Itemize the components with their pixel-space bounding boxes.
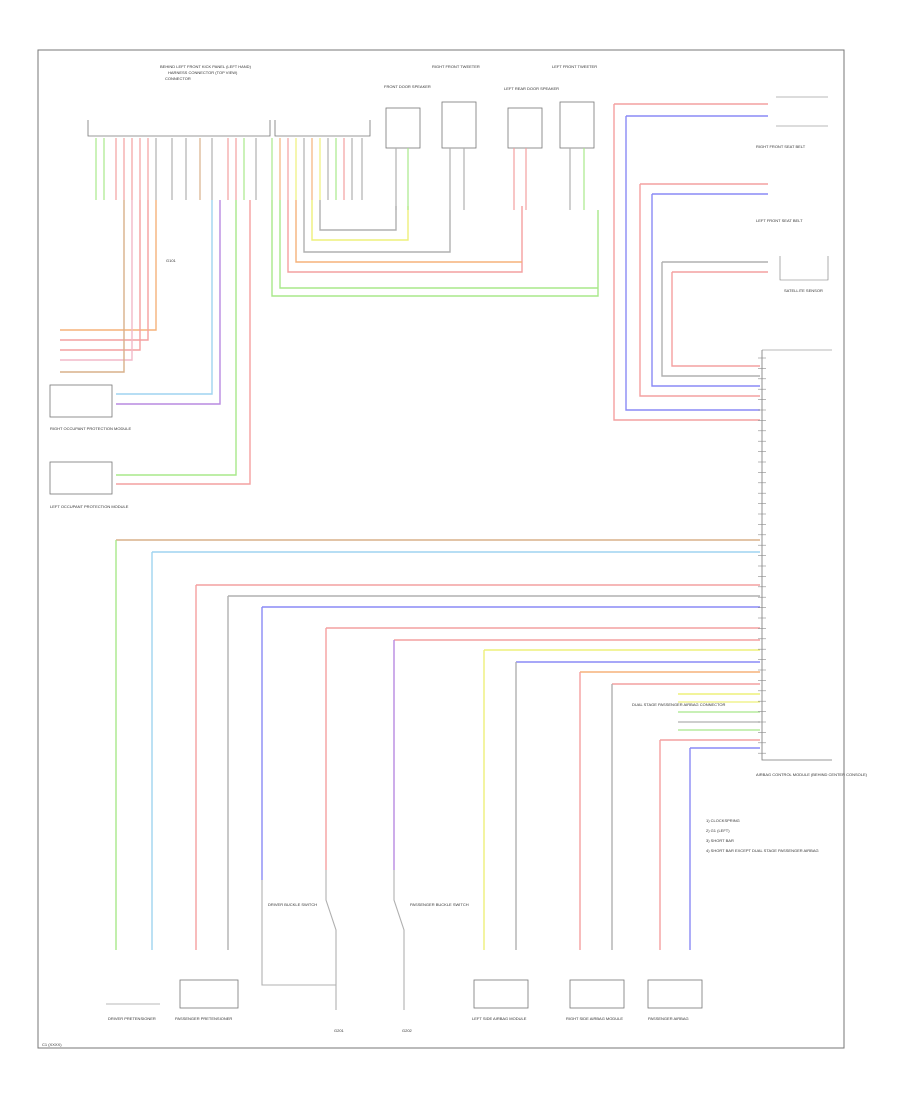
bottom-modules: DRIVER PRETENSIONER PASSENGER PRETENSION…	[106, 902, 703, 1021]
left-tweeter-label: LEFT FRONT TWEETER	[552, 64, 597, 69]
driver-pretensioner-label: DRIVER PRETENSIONER	[108, 1016, 156, 1021]
legend: 1) CLOCKSPRING 2) G1 (LEFT) 3) SHORT BAR…	[632, 702, 819, 853]
wire-42	[311, 200, 409, 241]
svg-text:CONNECTOR: CONNECTOR	[165, 76, 191, 81]
top-connector-label: BEHIND LEFT FRONT KICK PANEL (LEFT HAND)	[160, 64, 252, 69]
left-front-tweeter-box	[559, 101, 595, 149]
wire-33	[116, 200, 213, 395]
rear-left-speaker-label: LEFT REAR DOOR SPEAKER	[504, 86, 559, 91]
wire-59	[651, 194, 760, 387]
side-note: DUAL STAGE PASSENGER AIRBAG CONNECTOR	[632, 702, 726, 707]
left-occupant-box	[49, 461, 113, 495]
wires-layer	[60, 103, 768, 1010]
wire-35	[116, 200, 237, 476]
passenger-buckle-label: PASSENGER BUCKLE SWITCH	[410, 902, 469, 907]
wire-41	[303, 200, 451, 253]
top-modules: FRONT DOOR SPEAKER RIGHT FRONT TWEETER L…	[384, 64, 597, 149]
right-occupant-box	[49, 384, 113, 418]
left-seat-belt-label: LEFT FRONT SEAT BELT	[756, 218, 803, 223]
left-rear-speaker-box	[507, 107, 543, 149]
grounds: G101 G201 G202	[166, 258, 413, 1033]
wire-54	[613, 104, 760, 421]
passenger-pretensioner-box	[179, 979, 239, 1009]
driver-buckle-label: DRIVER BUCKLE SWITCH	[268, 902, 317, 907]
legend-item-1: 1) CLOCKSPRING	[706, 818, 740, 823]
wire-40	[295, 200, 522, 263]
svg-text:HARNESS CONNECTOR (TOP VIEW): HARNESS CONNECTOR (TOP VIEW)	[168, 70, 238, 75]
wire-37	[271, 200, 599, 297]
top-connector-header: BEHIND LEFT FRONT KICK PANEL (LEFT HAND)…	[87, 64, 371, 137]
satellite-sensor-label: SATELLITE SENSOR	[784, 288, 823, 293]
ground-label-2: G201	[334, 1028, 345, 1033]
right-side-airbag-label: RIGHT SIDE AIRBAG MODULE	[566, 1016, 623, 1021]
wire-32	[60, 200, 125, 373]
passenger-airbag-box	[647, 979, 703, 1009]
wire-39	[287, 200, 523, 273]
left-side-airbag-label: LEFT SIDE AIRBAG MODULE	[472, 1016, 527, 1021]
srs-connector: AIRBAG CONTROL MODULE (BEHIND CENTER CON…	[756, 349, 868, 777]
wire-96	[325, 870, 337, 1010]
wire-34	[116, 200, 221, 405]
passenger-airbag-label: PASSENGER AIRBAG	[648, 1016, 689, 1021]
diagram-border	[37, 49, 845, 1049]
wire-62	[661, 262, 760, 377]
wire-36	[116, 200, 251, 485]
ground-label-3: G202	[402, 1028, 413, 1033]
wire-97	[393, 870, 405, 1010]
legend-item-2: 2) G1 (LEFT)	[706, 828, 730, 833]
wire-38	[279, 200, 598, 289]
legend-item-3: 3) SHORT BAR	[706, 838, 734, 843]
left-side-modules: RIGHT OCCUPANT PROTECTION MODULE LEFT OC…	[49, 384, 131, 509]
ground-label-1: G101	[166, 258, 177, 263]
srs-module-label: AIRBAG CONTROL MODULE (BEHIND CENTER CON…	[756, 772, 868, 777]
passenger-pretensioner-label: PASSENGER PRETENSIONER	[175, 1016, 232, 1021]
right-occupant-label: RIGHT OCCUPANT PROTECTION MODULE	[50, 426, 131, 431]
wire-43	[319, 200, 397, 231]
right-front-speaker-box	[385, 107, 421, 149]
right-tweeter-label: RIGHT FRONT TWEETER	[432, 64, 480, 69]
wire-28	[60, 200, 157, 331]
legend-item-4: 4) SHORT BAR EXCEPT DUAL STAGE PASSENGER…	[706, 848, 819, 853]
wire-29	[60, 200, 149, 341]
wire-95	[261, 880, 336, 986]
left-side-airbag-box	[473, 979, 529, 1009]
wire-58	[639, 184, 760, 397]
right-side-airbag-box	[569, 979, 625, 1009]
wire-55	[625, 116, 760, 411]
wire-63	[671, 272, 760, 367]
footer-code: C1 (XXXX)	[42, 1042, 62, 1047]
right-front-tweeter-box	[441, 101, 477, 149]
wire-30	[60, 200, 141, 351]
wire-31	[60, 200, 133, 361]
left-occupant-label: LEFT OCCUPANT PROTECTION MODULE	[50, 504, 129, 509]
right-side-modules: RIGHT FRONT SEAT BELT LEFT FRONT SEAT BE…	[756, 96, 829, 293]
front-left-speaker-label: FRONT DOOR SPEAKER	[384, 84, 431, 89]
right-seat-belt-label: RIGHT FRONT SEAT BELT	[756, 144, 806, 149]
